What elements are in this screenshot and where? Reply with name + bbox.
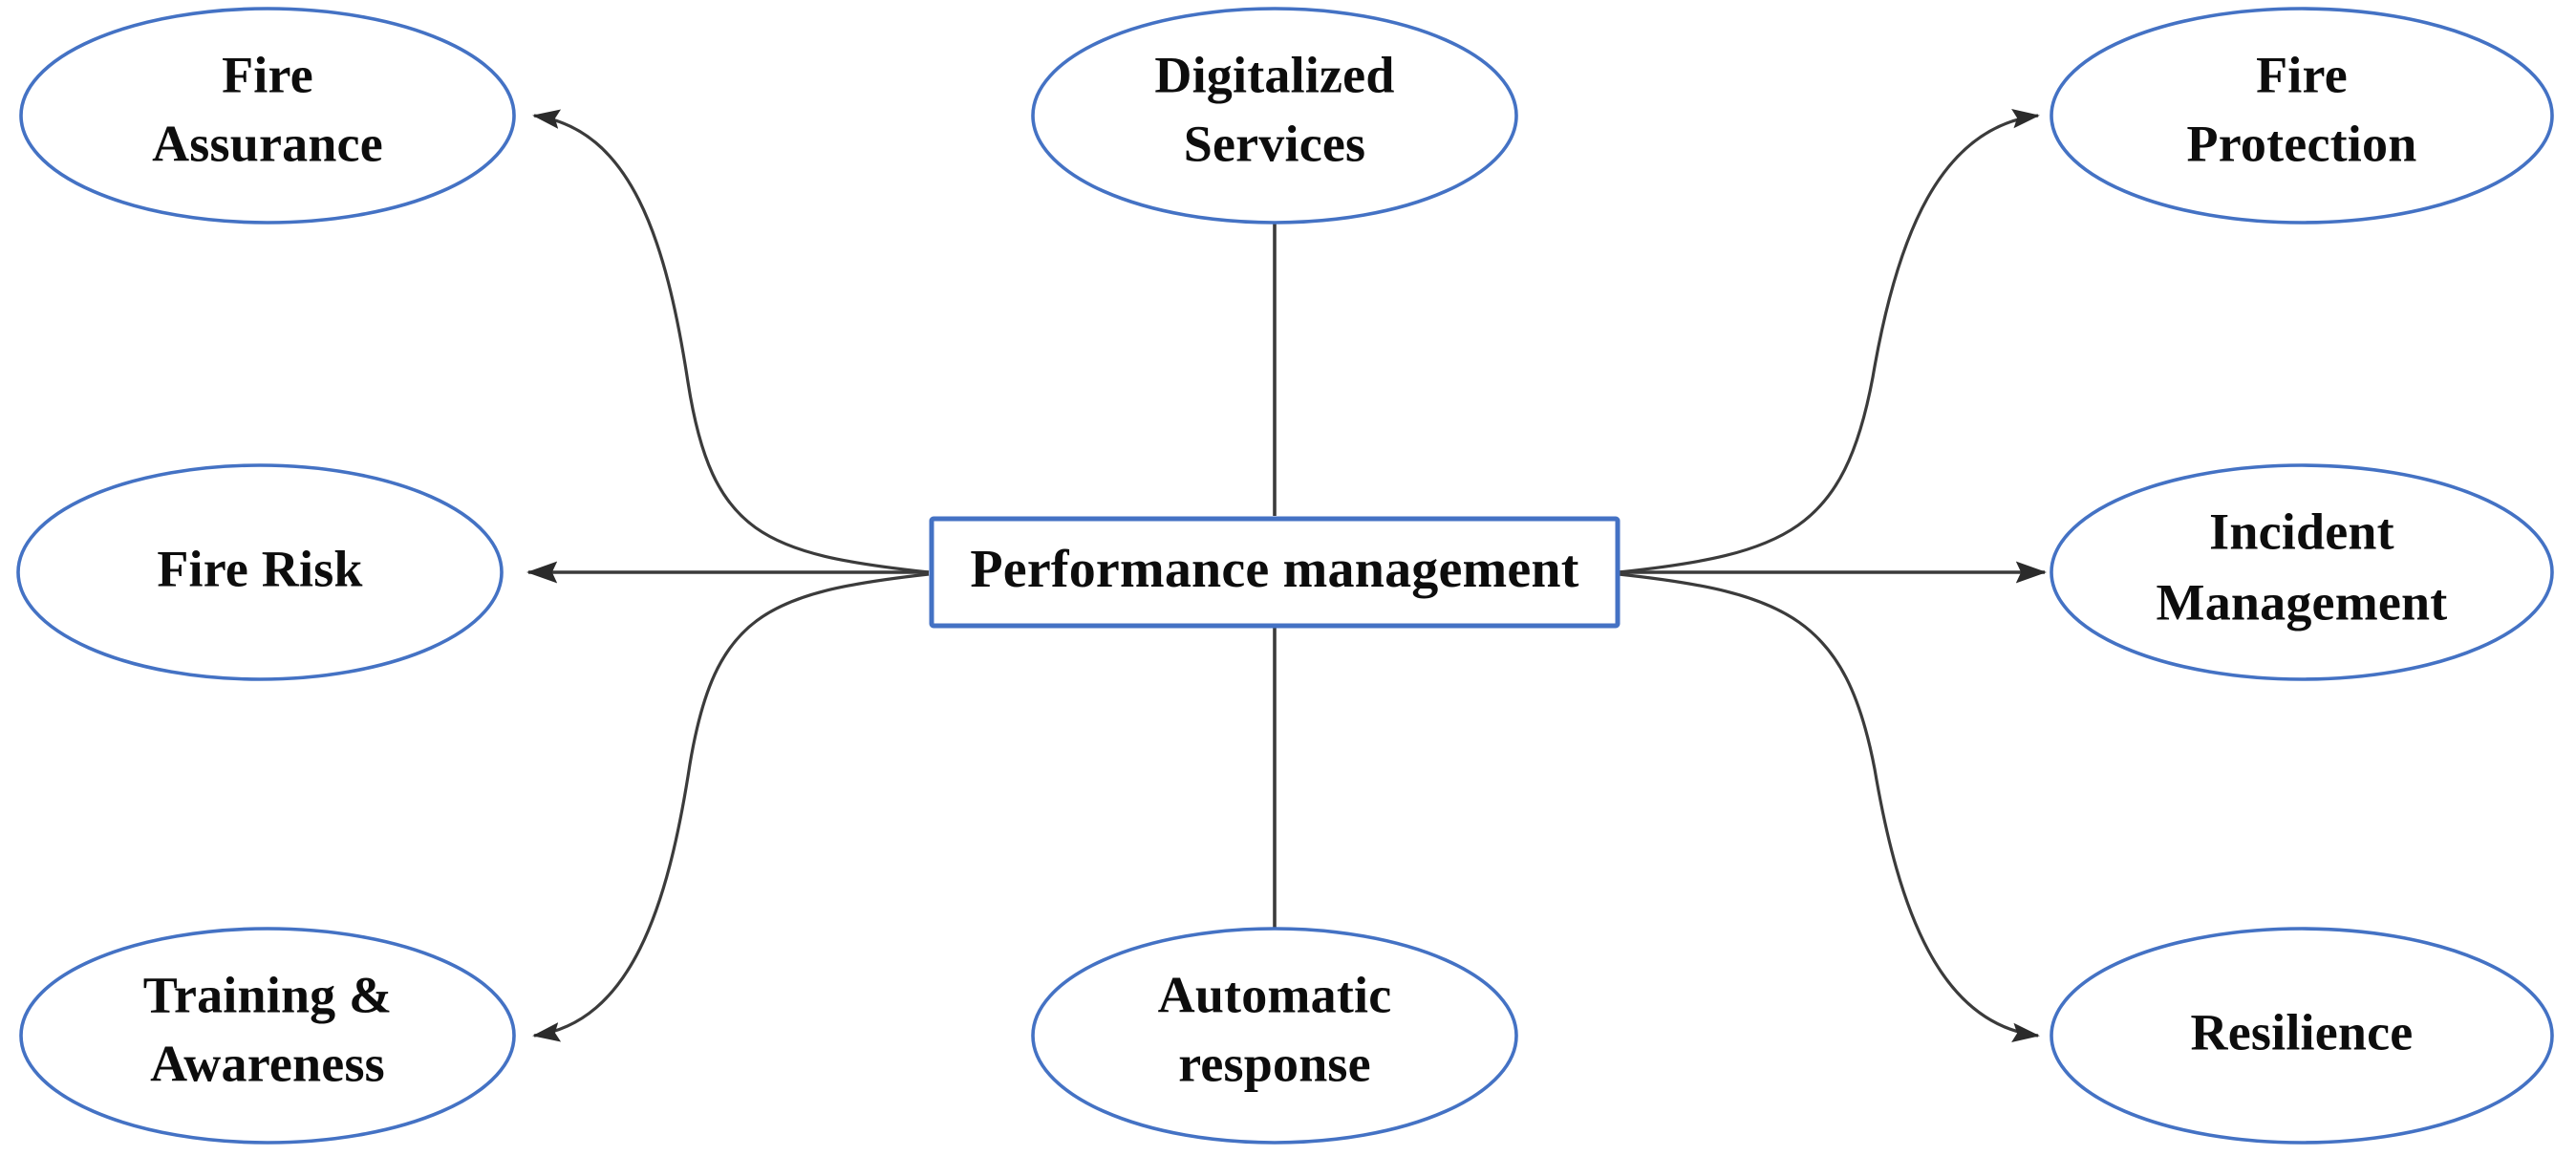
node-fire-risk[interactable]: Fire Risk xyxy=(16,463,504,681)
node-performance-management[interactable]: Performance management xyxy=(929,516,1621,629)
digitalized-services-label-line1: Digitalized xyxy=(1154,46,1394,103)
connector-to-fire-assurance xyxy=(532,109,930,574)
fire-assurance-label-line1: Fire xyxy=(222,46,313,103)
automatic-response-label-line2: response xyxy=(1178,1035,1371,1092)
fire-protection-ellipse[interactable] xyxy=(2050,7,2554,225)
performance-management-label: Performance management xyxy=(970,540,1578,599)
node-training-awareness[interactable]: Training & Awareness xyxy=(19,927,516,1145)
node-fire-assurance[interactable]: Fire Assurance xyxy=(19,7,516,225)
connector-to-training-awareness xyxy=(532,572,930,1042)
fire-assurance-label-line2: Assurance xyxy=(152,115,383,172)
node-resilience[interactable]: Resilience xyxy=(2050,927,2554,1145)
incident-management-ellipse[interactable] xyxy=(2050,463,2554,681)
node-automatic-response[interactable]: Automatic response xyxy=(1031,927,1518,1145)
connector-to-fire-protection xyxy=(1618,108,2040,574)
fire-protection-label-line1: Fire xyxy=(2256,46,2348,103)
digitalized-services-label-line2: Services xyxy=(1184,115,1366,172)
incident-management-label-line1: Incident xyxy=(2209,503,2394,560)
node-incident-management[interactable]: Incident Management xyxy=(2050,463,2554,681)
incident-management-label-line2: Management xyxy=(2157,573,2448,631)
resilience-ellipse[interactable] xyxy=(2050,927,2554,1145)
connector-to-resilience xyxy=(1618,572,2040,1043)
training-awareness-ellipse[interactable] xyxy=(19,927,516,1145)
training-awareness-label-line2: Awareness xyxy=(150,1035,385,1092)
fire-assurance-ellipse[interactable] xyxy=(19,7,516,225)
node-digitalized-services[interactable]: Digitalized Services xyxy=(1031,7,1518,225)
performance-management-rect[interactable] xyxy=(929,516,1621,629)
training-awareness-label-line1: Training & xyxy=(143,966,393,1023)
automatic-response-ellipse[interactable] xyxy=(1031,927,1518,1145)
automatic-response-label-line1: Automatic xyxy=(1158,966,1392,1023)
node-fire-protection[interactable]: Fire Protection xyxy=(2050,7,2554,225)
connector-layer xyxy=(526,108,2048,1043)
fire-protection-label-line2: Protection xyxy=(2187,115,2417,172)
fire-risk-ellipse[interactable] xyxy=(16,463,504,681)
resilience-label-line1: Resilience xyxy=(2191,1003,2414,1060)
fire-risk-label-line1: Fire Risk xyxy=(157,540,362,597)
digitalized-services-ellipse[interactable] xyxy=(1031,7,1518,225)
